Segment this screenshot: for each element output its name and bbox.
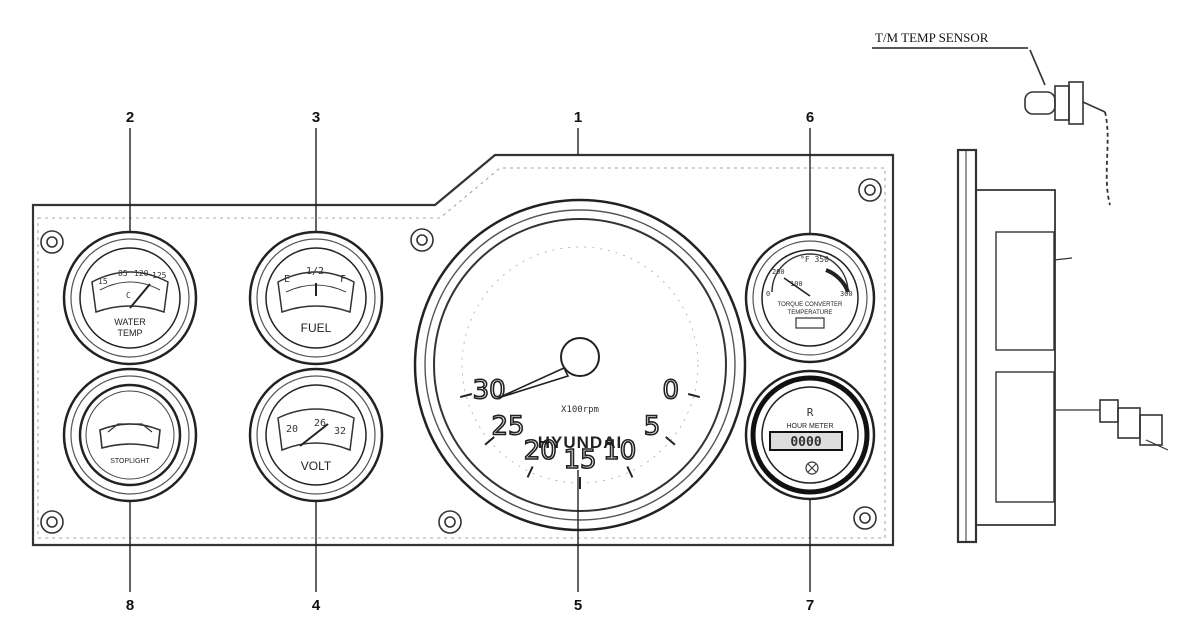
callout-1: 1 — [574, 109, 582, 126]
converter-tick: 300 — [840, 290, 853, 298]
volt-label: VOLT — [301, 459, 332, 473]
water-temp-mark: C — [126, 291, 131, 300]
tachometer-tick-mark — [665, 436, 676, 446]
callout-7: 7 — [806, 597, 814, 614]
hour-meter-value: 0000 — [790, 435, 821, 450]
screw-hole — [853, 506, 877, 530]
tachometer-tick-label: 10 — [603, 436, 636, 466]
water-temp-label-2: TEMP — [117, 328, 142, 338]
connector-plug — [1099, 399, 1169, 451]
screw-holes — [40, 178, 882, 534]
tachometer-tick-label: 25 — [491, 411, 524, 441]
water-temp-tick: 125 — [152, 271, 167, 280]
screw-hole — [438, 510, 462, 534]
tachometer-tick-mark — [687, 393, 701, 399]
panel-side-view — [956, 111, 1169, 544]
screw-hole — [40, 510, 64, 534]
sensor-label: T/M TEMP SENSOR — [875, 30, 989, 45]
hour-meter-gauge: R HOUR METER 0000 — [744, 369, 876, 501]
converter-label-2: TEMPERATURE — [788, 310, 833, 316]
fuel-label: FUEL — [301, 321, 332, 335]
screw-hole — [40, 230, 64, 254]
tachometer-tick-mark — [626, 466, 634, 478]
warning-lamp-gauge: STOPLIGHT — [62, 367, 198, 503]
water-temp-tick: 85 — [118, 269, 128, 278]
converter-tick: 200 — [772, 268, 785, 276]
fuel-tick: E — [284, 274, 290, 285]
panel-inner-outline — [37, 167, 886, 539]
tachometer-tick-label: 20 — [524, 436, 557, 466]
callout-3: 3 — [312, 109, 320, 126]
warning-lamp-label: STOPLIGHT — [110, 458, 150, 465]
fuel-tick: 1/2 — [306, 266, 324, 277]
tachometer-tick-mark — [526, 466, 534, 478]
water-temp-gauge: 15 85 120 125 C WATER TEMP — [62, 230, 198, 366]
needle-hub — [560, 337, 600, 377]
fuel-gauge: E 1/2 F FUEL — [248, 230, 384, 366]
tachometer-tick-label: 15 — [563, 445, 596, 475]
tachometer-needle — [497, 366, 570, 399]
tm-temp-sensor — [1024, 49, 1106, 125]
screw-hole — [410, 228, 434, 252]
volt-tick: 20 — [286, 424, 298, 435]
callout-leaders — [129, 128, 811, 592]
hour-meter-label: HOUR METER — [786, 423, 833, 430]
tachometer-brand: HYUNDAI — [538, 433, 622, 452]
callout-8: 8 — [126, 597, 134, 614]
converter-tick: 100 — [790, 280, 803, 288]
callout-2: 2 — [126, 109, 134, 126]
hour-meter-mark: R — [807, 406, 814, 419]
volt-gauge: 20 26 32 VOLT — [248, 367, 384, 503]
fuel-tick: F — [340, 274, 346, 285]
converter-scale-label: °F 350 — [800, 255, 829, 264]
callout-4: 4 — [312, 597, 321, 614]
tachometer-tick-label: 30 — [473, 375, 506, 405]
volt-tick: 32 — [334, 426, 346, 437]
tachometer-tick-label: 0 — [663, 375, 680, 405]
callout-6: 6 — [806, 109, 814, 126]
tachometer-tick-mark — [459, 393, 473, 399]
tachometer-tick-mark — [484, 436, 495, 446]
water-temp-tick: 120 — [134, 269, 149, 278]
converter-label-1: TORQUE CONVERTER — [778, 302, 843, 308]
tachometer-tick-label: 5 — [644, 411, 661, 441]
volt-tick: 26 — [314, 418, 326, 429]
water-temp-tick: 15 — [98, 277, 108, 286]
converter-temp-gauge: °F 350 0 200 100 300 TORQUE CONVERTER TE… — [744, 232, 876, 364]
callout-5: 5 — [574, 597, 582, 614]
screw-hole — [858, 178, 882, 202]
tachometer-unit: X100rpm — [561, 405, 599, 415]
water-temp-label-1: WATER — [114, 317, 146, 327]
converter-tick: 0 — [766, 290, 770, 298]
panel-outline — [31, 153, 895, 547]
